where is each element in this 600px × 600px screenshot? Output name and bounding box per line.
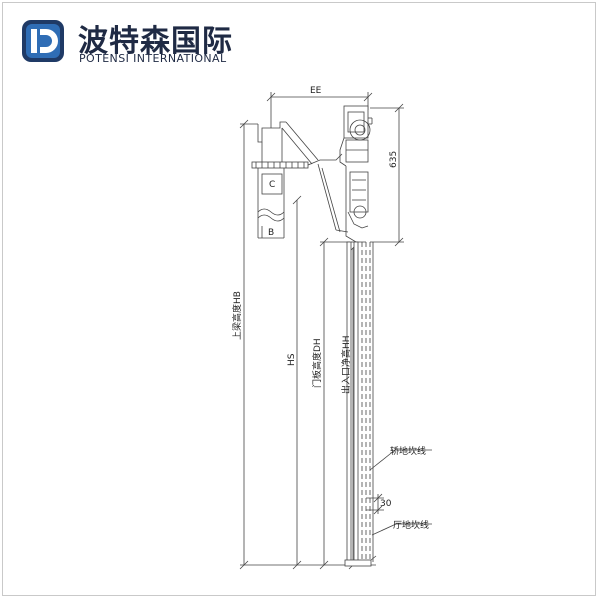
label-hb: 上梁高度HB: [231, 291, 243, 340]
brand-name-cn: 波特森国际: [78, 24, 233, 59]
label-635: 635: [389, 151, 399, 168]
label-hs: HS: [287, 353, 297, 366]
label-hall-sill: 厅地坎线: [393, 519, 429, 531]
label-b: B: [268, 228, 274, 238]
label-hh: 出入口净高HH: [340, 335, 352, 394]
brand-name-en: POTENSI INTERNATIONAL: [79, 52, 227, 65]
label-30: 30: [380, 499, 392, 509]
label-ee: EE: [310, 86, 322, 96]
label-dh: 门板高度DH: [311, 338, 323, 388]
label-car-sill: 轿地坎线: [390, 445, 426, 457]
label-c: C: [269, 180, 275, 190]
potensi-logo-icon: [22, 20, 64, 62]
